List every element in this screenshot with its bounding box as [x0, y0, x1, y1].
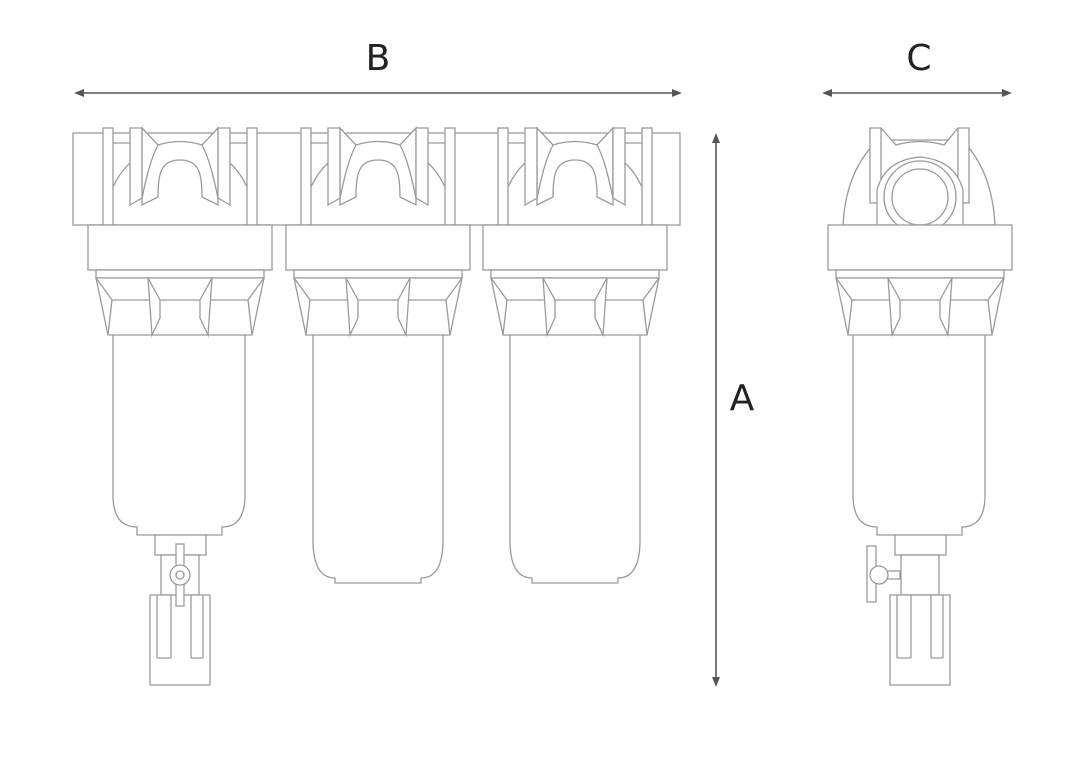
- dimension-a: A: [712, 133, 755, 687]
- dimension-b: B: [74, 38, 682, 97]
- dimension-b-label: B: [366, 38, 391, 79]
- dimension-c: C: [822, 38, 1012, 97]
- dimension-c-label: C: [906, 38, 931, 79]
- arrowhead-right-icon: [1002, 89, 1012, 97]
- dimension-a-label: A: [730, 378, 755, 419]
- front-view-triple-filter: [72, 127, 681, 686]
- arrowhead-down-icon: [712, 677, 720, 687]
- housing-1: [87, 127, 273, 686]
- arrowhead-left-icon: [74, 89, 84, 97]
- side-drain-valve: [866, 545, 901, 603]
- side-view-filter: [827, 127, 1013, 686]
- arrowhead-left-icon: [822, 89, 832, 97]
- arrowhead-up-icon: [712, 133, 720, 143]
- drain-valve: [169, 543, 191, 607]
- arrowhead-right-icon: [672, 89, 682, 97]
